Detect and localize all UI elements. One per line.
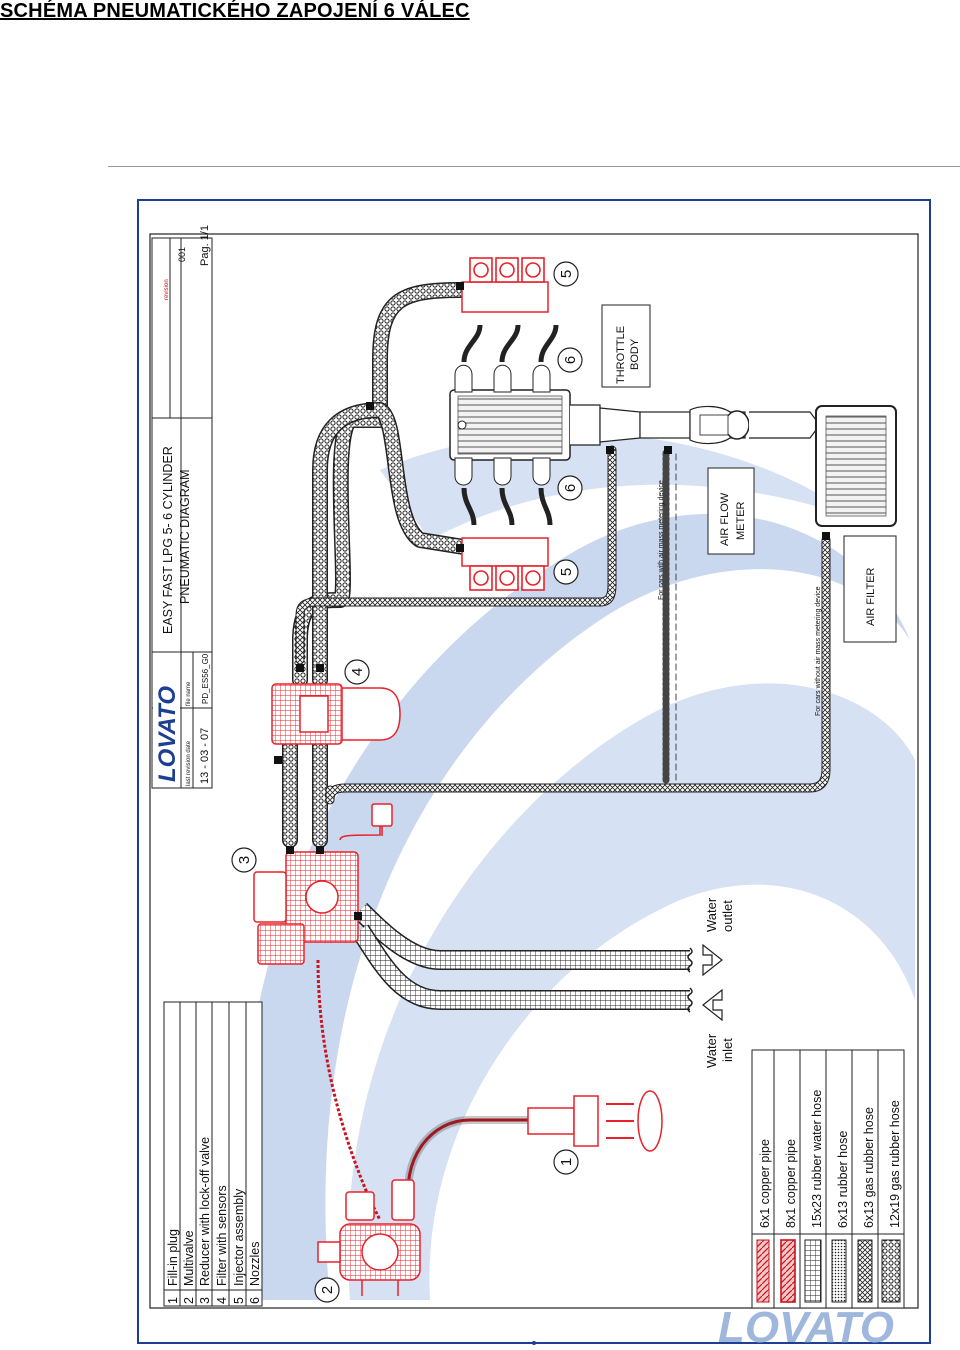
- callout-4-circle: [344, 659, 370, 685]
- callouts: [231, 261, 583, 1303]
- nozzles-right: [454, 364, 551, 486]
- pipe-label-4: 6x13 rubber hose: [836, 1131, 850, 1228]
- legend-label-1: Fill-in plug: [166, 1229, 180, 1286]
- hose-clamps: [274, 282, 830, 920]
- callout-1-circle: [553, 1149, 579, 1175]
- callout-5b-circle: [553, 559, 579, 585]
- legend-num-5: 5: [232, 1297, 246, 1304]
- pipe-label-1: 6x1 copper pipe: [758, 1139, 772, 1228]
- legend-label-3: Reducer with lock-off valve: [198, 1137, 212, 1286]
- air-filter-label-box: AIR FILTER: [843, 535, 897, 643]
- swatch-12x19-gas-hose: [881, 1239, 901, 1303]
- swatch-6x13-rubber-hose: [831, 1239, 847, 1303]
- legend-num-3: 3: [198, 1297, 212, 1304]
- callout-6b-circle: [557, 475, 583, 501]
- page-title: SCHÉMA PNEUMATICKÉHO ZAPOJENÍ 6 VÁLEC: [0, 0, 470, 22]
- water-inlet-label-1: Water: [704, 1033, 719, 1068]
- pipe-label-6: 12x19 gas rubber hose: [888, 1100, 902, 1228]
- revision-value: 001: [177, 247, 187, 262]
- multivalve: [317, 1179, 421, 1296]
- without-amm-note: For cars without air mass metering devic…: [815, 586, 822, 716]
- callout-3: 3: [236, 856, 253, 864]
- diagram-title-line1: EASY FAST LPG 5- 6 CYLINDER: [161, 446, 175, 634]
- title-block: LOVATO last revision date 13 - 03 - 07 f…: [151, 225, 213, 789]
- title-divider: [108, 166, 960, 167]
- frame-dot: [532, 1341, 536, 1345]
- legend-label-2: Multivalve: [182, 1230, 196, 1286]
- callout-2: 2: [319, 1286, 336, 1294]
- legend-num-4: 4: [215, 1297, 229, 1304]
- water-inlet-label-2: inlet: [720, 1038, 735, 1062]
- gas-hoses: [282, 282, 831, 848]
- callout-5b: 5: [558, 568, 575, 576]
- callout-5a: 5: [558, 270, 575, 278]
- air-flow-meter-label-1: AIR FLOW: [719, 492, 731, 546]
- title-logo-box: [153, 654, 180, 786]
- legend-num-2: 2: [182, 1297, 196, 1304]
- callout-3-circle: [231, 847, 257, 873]
- intake-manifold: [449, 389, 817, 461]
- revision-label: revision: [164, 279, 170, 300]
- pipe-label-2: 8x1 copper pipe: [784, 1139, 798, 1228]
- water-inlet-arrow: [702, 988, 723, 1022]
- legend-num-6: 6: [248, 1297, 262, 1304]
- water-hoses: [351, 902, 693, 1013]
- injector-rail-right: [461, 257, 549, 313]
- callout-6b: 6: [562, 484, 579, 492]
- component-legend: 1 Fill-in plug 2 Multivalve 3 Reducer wi…: [163, 1001, 263, 1307]
- pipe-label-3: 15x23 rubber water hose: [810, 1090, 824, 1228]
- pipe-label-5: 6x13 gas rubber hose: [862, 1107, 876, 1228]
- fill-in-plug: [527, 1090, 663, 1152]
- inner-frame: [149, 233, 919, 1309]
- air-filter: [815, 405, 897, 527]
- legend-label-4: Filter with sensors: [215, 1185, 229, 1286]
- throttle-body-label-2: BODY: [629, 338, 641, 370]
- reducer: [253, 803, 393, 965]
- callout-6a: 6: [562, 356, 579, 364]
- water-arrows: Water outlet Water inlet: [702, 897, 735, 1068]
- legend-num-1: 1: [166, 1297, 180, 1304]
- footer-logo: LOVATO: [718, 1303, 894, 1350]
- callout-1: 1: [558, 1158, 575, 1166]
- water-outlet-label-2: outlet: [720, 900, 735, 932]
- air-flow-meter-label-box: AIR FLOW METER: [707, 467, 755, 555]
- title-logo: LOVATO: [154, 686, 181, 782]
- air-filter-label: AIR FILTER: [865, 567, 877, 626]
- throttle-body-label-box: THROTTLE BODY: [601, 304, 651, 388]
- with-amm-note: For cars with air mass metering device: [658, 480, 665, 600]
- nozzle-hoses: [461, 324, 559, 526]
- swatch-6x13-gas-hose: [857, 1239, 873, 1303]
- water-outlet-label-1: Water: [704, 897, 719, 932]
- last-revision-label: last revision date: [186, 740, 192, 786]
- page-number: Pag. 1/1: [199, 225, 211, 266]
- callout-2-circle: [314, 1277, 340, 1303]
- callout-5a-circle: [553, 261, 579, 287]
- file-name-label: file name: [186, 681, 192, 706]
- legend-label-6: Nozzles: [248, 1242, 262, 1286]
- swatch-8x1-copper: [780, 1239, 796, 1303]
- swatch-15x23-water-hose: [804, 1239, 822, 1303]
- file-name: PD_ES56_G0: [201, 653, 210, 704]
- injector-rail-left: [461, 537, 549, 591]
- water-outlet-arrow: [702, 943, 723, 977]
- callout-4: 4: [349, 668, 366, 676]
- swatch-6x1-copper: [756, 1239, 770, 1303]
- callout-6a-circle: [557, 347, 583, 373]
- throttle-body-label-1: THROTTLE: [615, 326, 627, 384]
- legend-label-5: Injector assembly: [232, 1188, 246, 1286]
- diagram-title-line2: PNEUMATIC DIAGRAM: [178, 470, 192, 605]
- last-revision-date: 13 - 03 - 07: [199, 728, 211, 784]
- pipe-legend: 6x1 copper pipe 8x1 copper pipe 15x23 ru…: [751, 1049, 905, 1309]
- filter-with-sensors: [271, 683, 401, 745]
- air-flow-meter-label-2: METER: [735, 501, 747, 540]
